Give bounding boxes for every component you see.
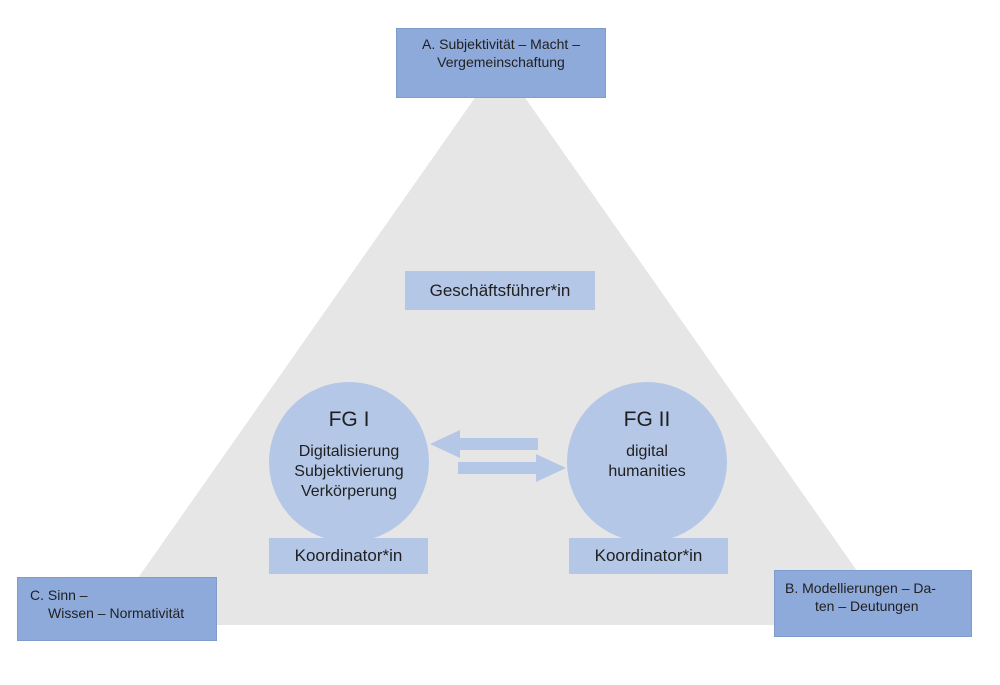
group-fg1-title: FG I	[328, 408, 370, 431]
manager-label: Geschäftsführer*in	[429, 280, 571, 300]
corner-b-line2: ten – Deutungen	[815, 598, 919, 614]
coordinator-box-fg1: Koordinator*in	[269, 538, 428, 574]
background-triangle	[105, 62, 895, 625]
group-fg1-line2: Subjektivierung	[294, 463, 404, 480]
group-circle-fg2: FG II digital humanities	[567, 382, 727, 542]
corner-a-line1: A. Subjektivität – Macht –	[422, 36, 580, 52]
coordinator-box-fg2: Koordinator*in	[569, 538, 728, 574]
manager-box: Geschäftsführer*in	[405, 271, 595, 310]
group-circle-fg1: FG I Digitalisierung Subjektivierung Ver…	[269, 382, 429, 542]
group-fg2-line1: digital	[626, 443, 668, 460]
corner-box-b: B. Modellierungen – Da- ten – Deutungen	[774, 570, 972, 637]
group-fg1-line1: Digitalisierung	[298, 443, 400, 460]
corner-c-line2: Wissen – Normativität	[48, 605, 185, 621]
corner-box-c: C. Sinn – Wissen – Normativität	[17, 577, 217, 641]
arrow-left	[430, 430, 538, 458]
coordinator-fg2-label: Koordinator*in	[594, 546, 703, 565]
coordinator-fg1-label: Koordinator*in	[294, 546, 403, 565]
group-fg2-line2: humanities	[608, 463, 686, 480]
corner-c-line1: C. Sinn –	[30, 587, 88, 603]
arrow-right	[458, 454, 566, 482]
group-fg1-line3: Verkörperung	[300, 483, 398, 500]
group-fg2-title: FG II	[623, 408, 671, 431]
corner-box-a: A. Subjektivität – Macht – Vergemeinscha…	[396, 28, 606, 98]
corner-b-line1: B. Modellierungen – Da-	[785, 580, 936, 596]
corner-a-line2: Vergemeinschaftung	[437, 54, 565, 70]
